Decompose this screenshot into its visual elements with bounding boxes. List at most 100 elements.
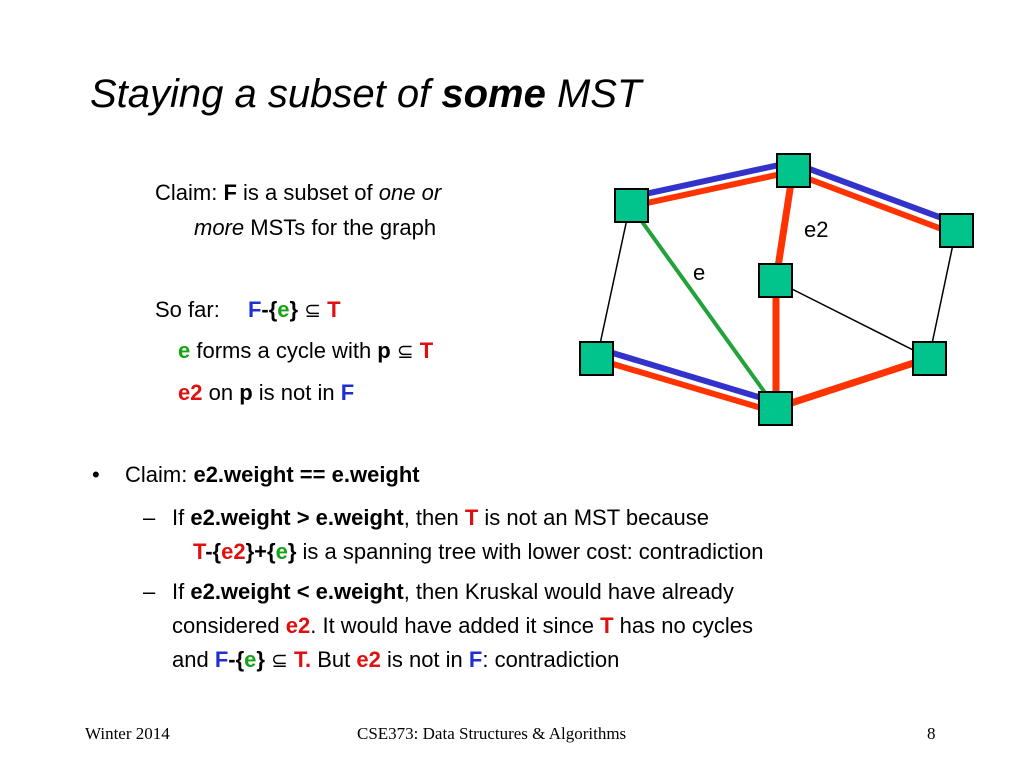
- subset-symbol: ⊆: [271, 650, 288, 672]
- sub2-l2-e2: e2: [285, 613, 311, 638]
- claim-line-1: Claim: F is a subset of one or: [155, 180, 441, 206]
- sub2-l3-c: }: [256, 647, 265, 672]
- subset-symbol: ⊆: [396, 341, 414, 363]
- sub1-rest: is not an MST because: [478, 505, 710, 530]
- sub2-l3-a: and: [172, 647, 215, 672]
- edge-red: [774, 354, 931, 412]
- edge-red: [632, 168, 796, 209]
- sub1-T: T: [464, 505, 479, 530]
- sub2-l3-T: T.: [287, 647, 312, 672]
- title-bold: some: [441, 72, 546, 116]
- e2-F: F: [340, 380, 355, 405]
- title-prefix: Staying a subset of: [90, 72, 442, 116]
- sofar-line: So far: F-{e} ⊆ T: [155, 297, 341, 323]
- sub2-l3-F: F: [214, 647, 229, 672]
- edge-thin: [596, 204, 631, 359]
- claim-text2: MSTs for the graph: [244, 215, 437, 240]
- e2-label: e2: [178, 380, 203, 405]
- sub2-l3-F2: F: [468, 647, 483, 672]
- edge-e: [628, 203, 778, 410]
- sub1-line-2: T-{e2}+{e} is a spanning tree with lower…: [193, 539, 764, 565]
- e2-line: e2 on p is not in F: [178, 380, 354, 406]
- sub1-l2-rest: is a spanning tree with lower cost: cont…: [296, 539, 764, 564]
- edge-red: [595, 356, 776, 415]
- footer-center: CSE373: Data Structures & Algorithms: [357, 724, 627, 743]
- slide-title: Staying a subset of some MST: [90, 72, 641, 117]
- sub2-then: , then Kruskal would have already: [403, 579, 734, 604]
- edge-thin: [775, 280, 930, 359]
- page-number: 8: [927, 724, 936, 743]
- sub1-if: If: [172, 505, 191, 530]
- graph-node: [614, 188, 649, 223]
- cycle-e: e: [178, 338, 191, 363]
- bullet-marker: •: [92, 462, 100, 487]
- cycle-T: T: [419, 338, 434, 363]
- graph-node: [939, 213, 974, 248]
- sub2-l3-d: But: [311, 647, 357, 672]
- sub2-if: If: [172, 579, 191, 604]
- edge-blue: [630, 159, 794, 200]
- sofar-e: e: [277, 297, 290, 322]
- claim-text1: is a subset of: [236, 180, 379, 205]
- subset-symbol: ⊆: [304, 300, 321, 322]
- graph-node: [758, 391, 793, 426]
- edge-blue: [794, 161, 960, 227]
- sub1-l2-e2: e2: [221, 539, 246, 564]
- sub1-l2-e: e: [275, 539, 288, 564]
- edge-thin: [928, 229, 957, 359]
- sub2-line-1: If e2.weight < e.weight, then Kruskal wo…: [172, 579, 734, 605]
- sub1-cond: e2.weight > e.weight: [190, 505, 404, 530]
- sub1-l2-b: }+{: [245, 539, 276, 564]
- sofar-F: F: [247, 297, 262, 322]
- label-e2: e2: [804, 217, 828, 242]
- sub2-l3-e2rest: is not in: [380, 647, 469, 672]
- sub1-l2-c: }: [287, 539, 297, 564]
- edge-e2: [772, 169, 797, 281]
- claim-line-2: more MSTs for the graph: [194, 215, 436, 241]
- sub2-cond: e2.weight < e.weight: [190, 579, 404, 604]
- footer-left: Winter 2014: [85, 724, 170, 743]
- sub2-l3-e: e: [244, 647, 257, 672]
- sub2-line-3: and F-{e} ⊆ T. But e2 is not in F: contr…: [172, 647, 619, 673]
- bullet-bold: e2.weight == e.weight: [193, 462, 420, 487]
- cycle-text: forms a cycle with: [190, 338, 378, 363]
- sub2-l2-b: . It would have added it since: [310, 613, 601, 638]
- graph-node: [758, 263, 793, 298]
- e2-text: is not in: [252, 380, 341, 405]
- claim-italic1: one or: [378, 180, 442, 205]
- edge-blue: [595, 345, 776, 405]
- sub1-line-1: If e2.weight > e.weight, then T is not a…: [172, 505, 709, 531]
- sub2-l3-e2: e2: [356, 647, 381, 672]
- cycle-line: e forms a cycle with p ⊆ T: [178, 338, 433, 364]
- sub2-l3-end: : contradiction: [482, 647, 620, 672]
- sub2-l3-b: -{: [228, 647, 245, 672]
- edge-red: [791, 170, 957, 237]
- e2-on: on: [202, 380, 240, 405]
- sub2-dash: –: [143, 579, 156, 604]
- title-suffix: MST: [545, 72, 642, 116]
- claim-F: F: [223, 180, 237, 205]
- sofar-minus: -{: [261, 297, 278, 322]
- sofar-close: }: [289, 297, 299, 322]
- sub1-l2-T: T: [193, 539, 206, 564]
- sofar-label: So far:: [155, 297, 220, 322]
- sub1-then: , then: [403, 505, 465, 530]
- sub1-l2-a: -{: [205, 539, 222, 564]
- bullet-label: Claim:: [125, 462, 194, 487]
- bullet-claim: Claim: e2.weight == e.weight: [125, 462, 420, 488]
- claim-italic2: more: [194, 215, 245, 240]
- graph-node: [579, 341, 614, 376]
- sub1-dash: –: [143, 505, 156, 530]
- sub2-line-2: considered e2. It would have added it si…: [172, 613, 753, 639]
- sub2-l2-T: T: [600, 613, 614, 638]
- label-e: e: [693, 260, 705, 285]
- sub2-l2-a: considered: [172, 613, 286, 638]
- sub2-l2-c: has no cycles: [613, 613, 753, 638]
- cycle-p: p: [377, 338, 391, 363]
- graph-diagram: e e2: [579, 153, 974, 426]
- claim-label: Claim:: [155, 180, 224, 205]
- graph-node: [776, 153, 811, 188]
- sofar-T: T: [327, 297, 341, 322]
- e2-p: p: [239, 380, 253, 405]
- graph-node: [912, 341, 947, 376]
